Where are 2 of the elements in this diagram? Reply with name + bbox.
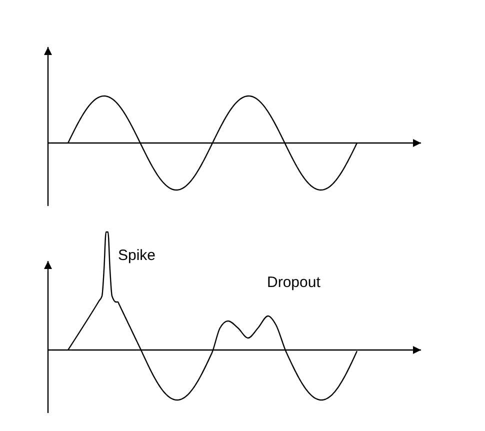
annotation-label: Dropout xyxy=(267,274,320,291)
annotation-label: Spike xyxy=(118,247,156,264)
